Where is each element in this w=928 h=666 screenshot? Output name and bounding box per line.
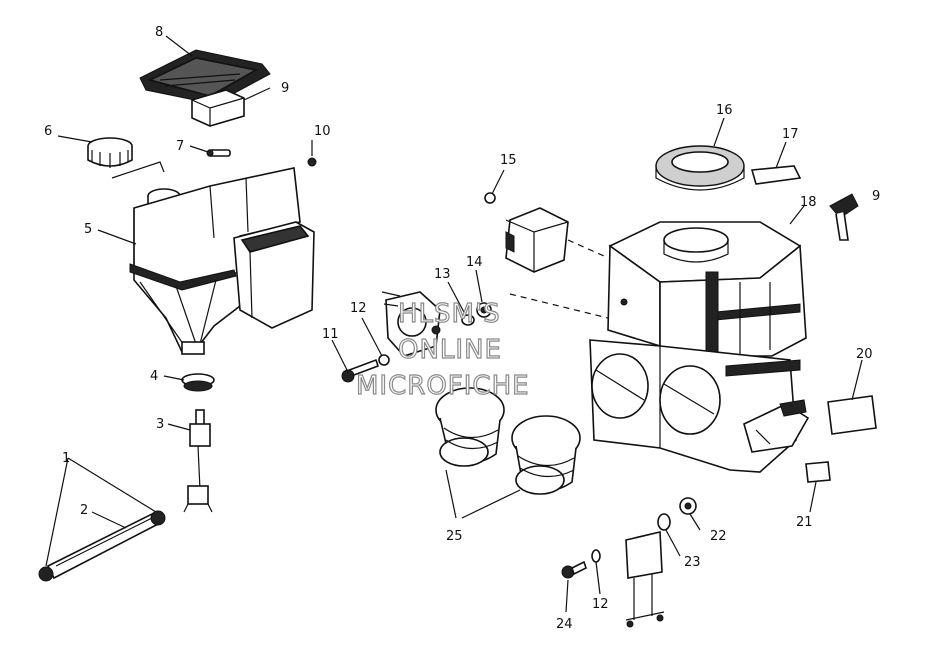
- callout-11: 11: [322, 327, 339, 342]
- relay-box: [505, 207, 605, 273]
- mounting-bracket: [625, 531, 665, 628]
- part-4-grommet: [181, 373, 215, 392]
- part-20-label: [827, 395, 877, 435]
- part-25-boot-left: [435, 387, 505, 467]
- callout-labels: 8 9 6 7 10 5 4 3 1 2 11 12 13 14 15 16 1…: [44, 25, 880, 632]
- callout-5: 5: [84, 222, 92, 237]
- callout-23: 23: [684, 555, 701, 570]
- part-11-bolt: [341, 358, 380, 383]
- callout-8: 8: [155, 25, 163, 40]
- part-5-oil-tank: [129, 167, 315, 355]
- part-2-rod: [46, 510, 164, 580]
- callout-9: 9: [281, 81, 289, 96]
- watermark-line-2: ONLINE: [398, 335, 502, 365]
- leader-lines: [45, 35, 863, 613]
- callout-12-lower: 12: [592, 597, 609, 612]
- part-9-foam-block: [191, 89, 245, 127]
- watermark-line-1: HLSM'S: [398, 299, 501, 329]
- throttle-assembly: [381, 291, 441, 357]
- callout-2: 2: [80, 503, 88, 518]
- part-17-label: [750, 165, 802, 185]
- part-13-washer: [461, 314, 475, 326]
- callout-3: 3: [156, 417, 164, 432]
- callout-12-upper: 12: [350, 301, 367, 316]
- part-1-end-fittings: [38, 510, 166, 582]
- callout-17: 17: [782, 127, 799, 142]
- part-9b-clip: [829, 193, 859, 241]
- watermark-line-3: MICROFICHE: [356, 371, 530, 401]
- callout-16: 16: [716, 103, 733, 118]
- part-18-airbox: [509, 221, 807, 357]
- callout-18: 18: [800, 195, 817, 210]
- part-14-nut: [476, 302, 492, 318]
- part-8-tank-cover: [139, 49, 271, 105]
- part-16-ring: [655, 145, 745, 191]
- callout-13: 13: [434, 267, 451, 282]
- callout-20: 20: [856, 347, 873, 362]
- callout-7: 7: [176, 139, 184, 154]
- callout-14: 14: [466, 255, 483, 270]
- part-3-fitting: [183, 409, 213, 513]
- callout-10: 10: [314, 124, 331, 139]
- part-12-washer-upper: [378, 354, 390, 366]
- part-24-bolt: [561, 560, 587, 579]
- callout-4: 4: [150, 369, 158, 384]
- part-25-boot-right: [511, 415, 581, 495]
- part-22-nut: [679, 497, 697, 515]
- part-21-label: [805, 461, 831, 483]
- callout-21: 21: [796, 515, 813, 530]
- part-15-screw: [484, 192, 496, 204]
- callout-22: 22: [710, 529, 727, 544]
- part-23-washer: [657, 513, 671, 531]
- callout-1: 1: [62, 451, 70, 466]
- part-6-fill-cap: [87, 137, 165, 179]
- callout-25: 25: [446, 529, 463, 544]
- callout-15: 15: [500, 153, 517, 168]
- lower-airbox: [589, 339, 810, 473]
- callout-9-clip: 9: [872, 189, 880, 204]
- watermark: HLSM'S ONLINE MICROFICHE: [355, 298, 530, 401]
- callout-6: 6: [44, 124, 52, 139]
- callout-24: 24: [556, 617, 573, 632]
- part-10-screw: [307, 140, 317, 167]
- part-7-pin: [206, 149, 231, 157]
- part-12-washer-lower: [591, 549, 601, 563]
